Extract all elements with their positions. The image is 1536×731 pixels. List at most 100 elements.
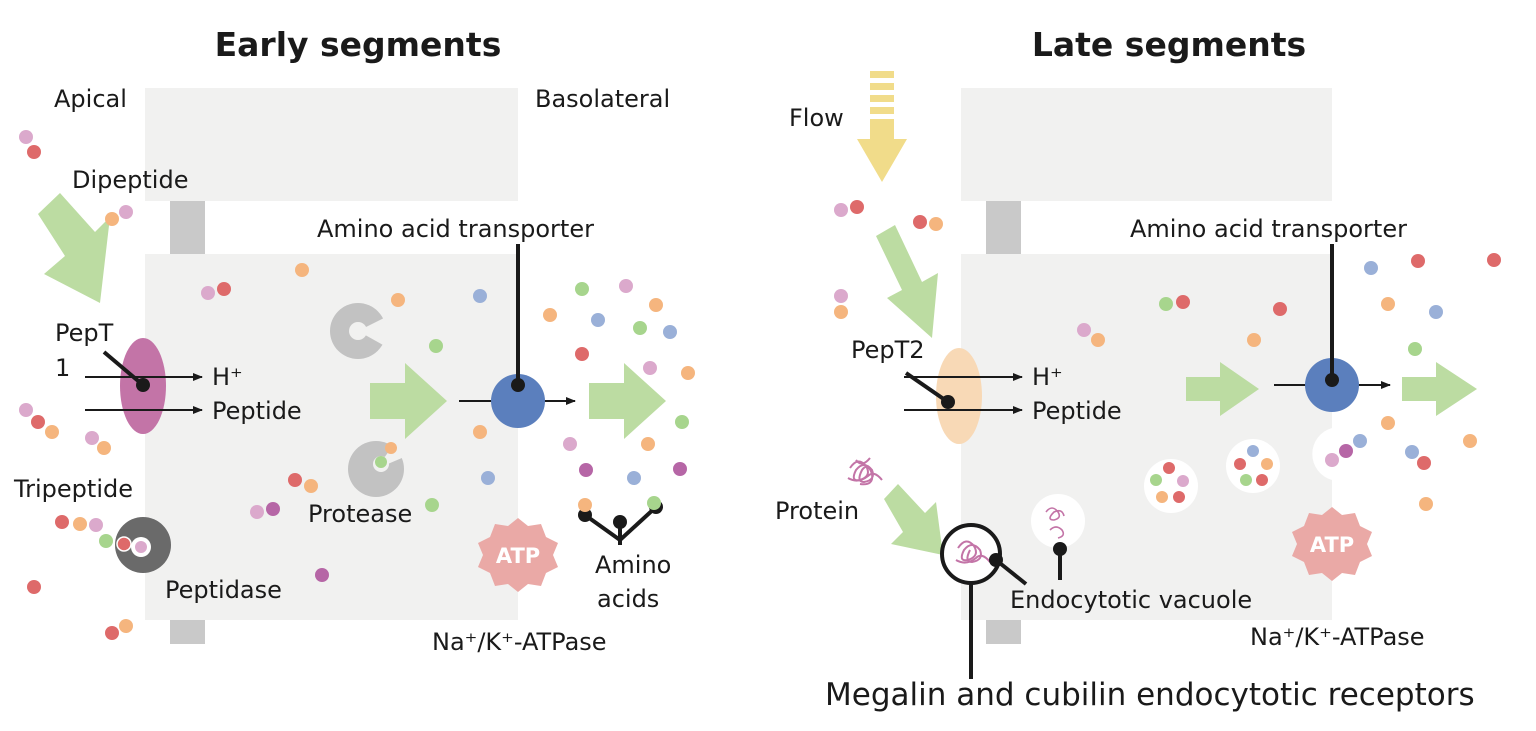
amino-acid-dot [575,282,589,296]
dipeptide-label: Dipeptide [72,166,188,194]
transporter-pointer-dot [511,378,525,392]
na-k-atpase-label: Na⁺/K⁺-ATPase [432,628,607,656]
amino-acid-dot [201,286,215,300]
amino-acid-dot [1247,333,1261,347]
amino-acid-dot [575,347,589,361]
megalin-cubilin-receptor [940,523,1002,585]
amino-acid-dot [1339,444,1353,458]
late-atp-label: ATP [1310,533,1354,557]
late-apical-arrow [876,225,938,338]
pept2-pointer-dot [941,395,955,409]
tripeptide-label: Tripeptide [13,475,133,503]
amino-acid-dot [647,496,661,510]
amino-acid-dot [295,263,309,277]
apical-label: Apical [54,85,127,113]
peptidase-enzyme [115,517,171,573]
amino-acid-dot [1364,261,1378,275]
amino-acid-dot [217,282,231,296]
late-intracellular-arrow [1186,362,1259,416]
amino-acid-dot [649,298,663,312]
late-na-k-atpase-label: Na⁺/K⁺-ATPase [1250,623,1425,651]
amino-acid-dot [834,203,848,217]
amino-acid-dot [315,568,329,582]
amino-acid-dot [578,498,592,512]
cell-body [145,254,518,620]
endocytotic-vacuole [1031,494,1085,548]
megalin-cubilin-label: Megalin and cubilin endocytotic receptor… [825,677,1475,713]
amino-acid-dot [288,473,302,487]
pept1-pointer [102,350,145,387]
amino-acid-dot [633,321,647,335]
apical-cell-top [145,88,518,201]
amino-acid-transporter [491,374,545,428]
amino-acid-dot [55,515,69,529]
amino-acid-transporter-label: Amino acid transporter [317,215,594,243]
tight-junction-top [170,201,205,254]
amino-acid-dot [643,361,657,375]
tight-junction-bottom [170,620,205,644]
vacuole-protein-glyph [1045,507,1065,539]
amino-acid-dot [19,403,33,417]
dipeptide-arrow [38,193,110,303]
amino-acid-dot [929,217,943,231]
pept2-label: PepT2 [851,336,925,364]
amino-acid-dot [1353,434,1367,448]
late-peptide-label: Peptide [1032,397,1122,425]
protease-enzyme-bottom [348,436,416,497]
late-apical-cell-top [961,88,1332,201]
protein-arrow [884,484,943,555]
amino-acid-dot [675,415,689,429]
late-tight-junction-bottom [986,620,1021,644]
amino-acid-dot [1405,445,1419,459]
late-atp-badge [1292,507,1372,581]
intracellular-arrow [370,363,447,439]
amino-acid-dot [105,212,119,226]
amino-acid-dot [1411,254,1425,268]
amino-acid-dot [266,502,280,516]
amino-acid-dot [473,289,487,303]
vesicle-3 [1312,428,1332,480]
amino-acids-pointer-dot-2 [613,515,627,529]
amino-acid-dot [850,200,864,214]
late-h-plus-label: H⁺ [1032,363,1063,391]
early-segments-panel: Early segments Apical Basolateral Dipept… [13,25,671,656]
late-transporter-pointer-dot [1325,373,1339,387]
amino-acid-dot [19,130,33,144]
amino-acid-dot [1408,342,1422,356]
peptidase-label: Peptidase [165,576,282,604]
amino-acid-dot [673,462,687,476]
amino-acid-dot [681,366,695,380]
h-plus-label: H⁺ [212,363,243,391]
amino-acid-dot [663,325,677,339]
amino-acid-dot [119,205,133,219]
protease-label: Protease [308,500,412,528]
pept2-transporter [936,348,982,444]
amino-acid-dot [563,437,577,451]
amino-acid-dot [1463,434,1477,448]
amino-acid-dot [250,505,264,519]
late-basolateral-exit-arrow [1402,362,1477,416]
protein-label: Protein [775,497,859,525]
amino-acid-dot [834,289,848,303]
amino-acid-dot [89,518,103,532]
vacuole-pointer-dot-a [989,553,1003,567]
protease-enzyme-top [330,303,392,359]
amino-acid-dot [1429,305,1443,319]
amino-acid-dot [119,619,133,633]
late-cell-body [961,254,1332,620]
protein-glyph [847,457,883,486]
basolateral-exit-arrow [589,363,666,439]
amino-acid-dot [1381,297,1395,311]
amino-acid-dot [1091,333,1105,347]
amino-acid-dots [19,130,1501,640]
late-segments-panel: Late segments Flow PepT2 H⁺ Peptide Prot… [775,25,1477,713]
amino-acid-dot [304,479,318,493]
early-segments-title: Early segments [215,25,502,64]
amino-acid-dot [391,293,405,307]
amino-acids-pointer-dot-1 [578,508,592,522]
amino-acid-dot [31,415,45,429]
amino-acid-dot [481,471,495,485]
vesicle-1 [1144,459,1198,513]
amino-acid-dot [99,534,113,548]
peptide-label: Peptide [212,397,302,425]
